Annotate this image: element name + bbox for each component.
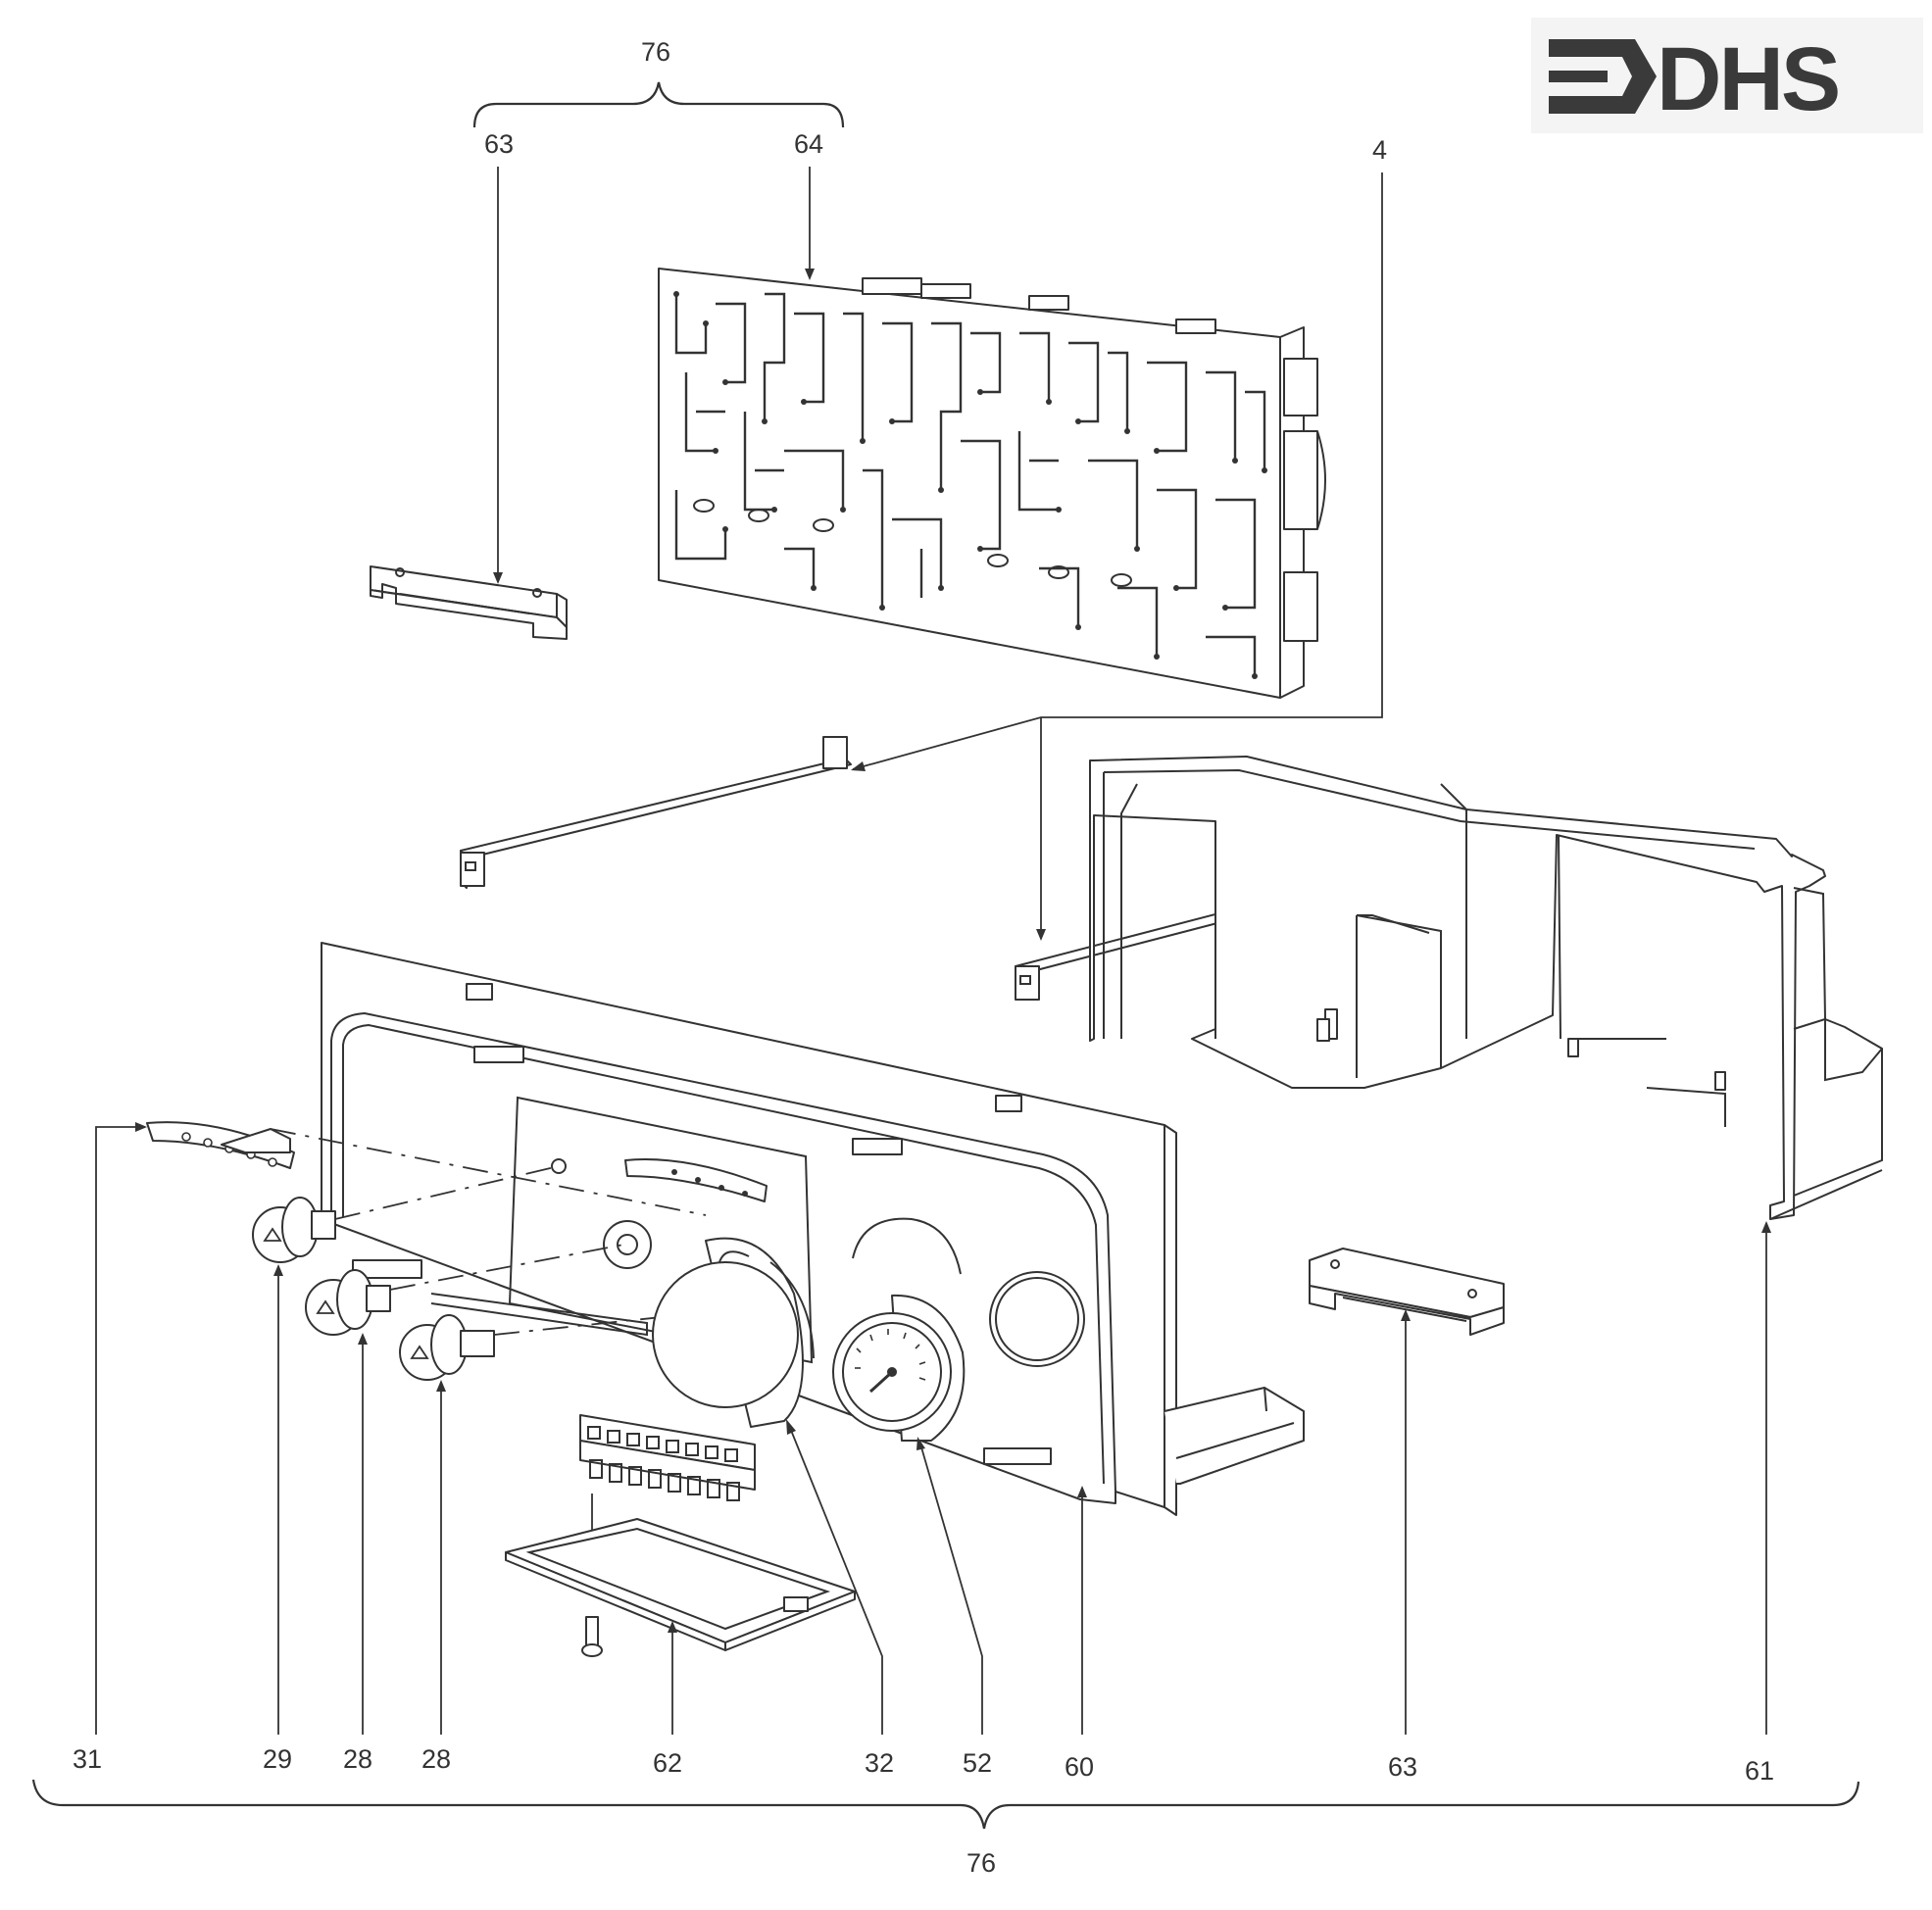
callout-52: 52: [963, 1748, 992, 1778]
callout-4: 4: [1372, 135, 1387, 165]
callout-61: 61: [1745, 1756, 1774, 1786]
callout-60: 60: [1065, 1752, 1094, 1782]
callout-31: 31: [73, 1744, 102, 1774]
knob-28-b: [399, 1314, 495, 1381]
front-panel: [321, 942, 1305, 1516]
circuit-board: [658, 268, 1326, 699]
callout-29: 29: [263, 1744, 292, 1774]
screw: [581, 1616, 603, 1657]
callout-64: 64: [794, 129, 823, 159]
thermometer-32: [652, 1237, 815, 1428]
bracket-63-bottom: [1309, 1248, 1505, 1336]
leaders-bottom: [95, 1122, 1771, 1735]
cover-62: [505, 1518, 856, 1651]
leader-4: [852, 172, 1383, 770]
callout-32: 32: [865, 1748, 894, 1778]
knob-28-a: [305, 1269, 391, 1336]
dashed-guide-28a: [389, 1244, 624, 1291]
rail-upper: [460, 736, 852, 889]
callout-76-top: 76: [641, 37, 670, 67]
bottom-brace: [31, 1779, 1860, 1830]
dhs-logo: DHS: [1531, 18, 1923, 133]
slider-bar-31: [146, 1121, 295, 1169]
dashed-guide-28b: [493, 1314, 681, 1336]
callout-63-top: 63: [484, 129, 514, 159]
callout-28-a: 28: [343, 1744, 372, 1774]
rear-housing: [1089, 756, 1883, 1220]
callout-63-bottom: 63: [1388, 1752, 1417, 1782]
callout-28-b: 28: [421, 1744, 451, 1774]
terminal-block: [579, 1414, 756, 1501]
callout-76-bottom: 76: [966, 1848, 996, 1878]
bracket-63-top: [370, 565, 568, 640]
top-brace: [472, 81, 845, 128]
pressure-gauge-52: [832, 1294, 966, 1442]
callout-62: 62: [653, 1748, 682, 1778]
arrow-logo-icon: [1549, 39, 1657, 114]
dashed-guide-29: [334, 1165, 560, 1220]
dhs-logo-text: DHS: [1657, 29, 1838, 129]
knob-29: [252, 1197, 336, 1263]
dashed-guide-31: [270, 1128, 707, 1216]
